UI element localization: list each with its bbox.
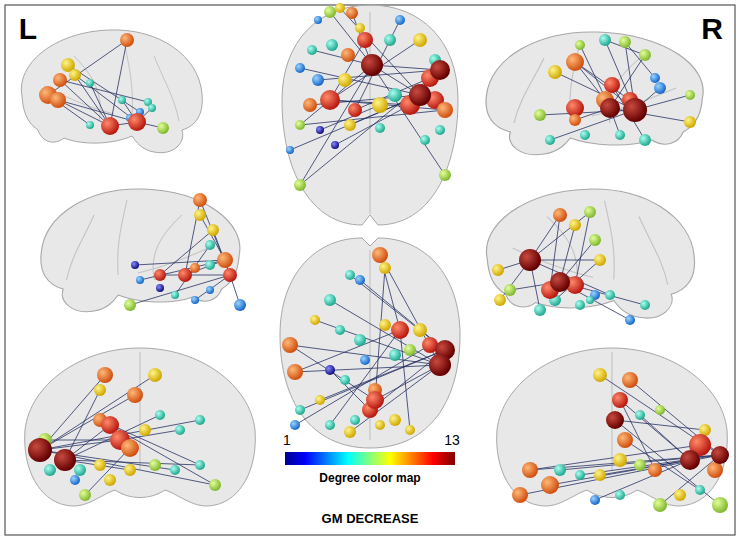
node-spheres bbox=[28, 3, 729, 513]
edge-lines bbox=[540, 40, 690, 140]
brain-left-lateral bbox=[21, 30, 202, 153]
edge-lines bbox=[48, 40, 163, 128]
brain-dorsal bbox=[282, 5, 458, 225]
edge-lines bbox=[290, 255, 445, 432]
brain-outlines bbox=[21, 5, 727, 506]
spheres-coronal-left bbox=[28, 367, 221, 501]
spheres-dorsal bbox=[286, 3, 453, 191]
spheres-right-medial bbox=[492, 206, 650, 325]
degree-colorbar bbox=[285, 452, 455, 465]
figure-caption: GM DECREASE bbox=[322, 512, 419, 526]
edge-lines bbox=[130, 200, 240, 305]
hemisphere-letter: L bbox=[19, 12, 37, 45]
spheres-coronal-right bbox=[512, 368, 729, 513]
colorbar-tick: 13 bbox=[444, 433, 460, 448]
spheres-left-lateral bbox=[39, 33, 169, 135]
brain-right-medial bbox=[486, 189, 694, 318]
edge-lines bbox=[498, 212, 645, 320]
edge-lines bbox=[290, 8, 445, 185]
spheres-ventral bbox=[282, 247, 455, 438]
colorbar-tick: 1 bbox=[283, 433, 291, 448]
brain-coronal-right bbox=[497, 348, 728, 506]
hemisphere-letter: R bbox=[701, 12, 723, 45]
spheres-right-lateral bbox=[534, 34, 696, 146]
brain-ventral bbox=[280, 238, 460, 448]
brain-left-medial bbox=[41, 189, 240, 312]
edge-lines bbox=[520, 375, 720, 505]
edge-lines bbox=[40, 375, 215, 495]
brain-coronal-left bbox=[25, 348, 256, 506]
figure-frame bbox=[5, 5, 735, 535]
colorbar-title: Degree color map bbox=[319, 472, 420, 485]
brain-right-lateral bbox=[486, 32, 703, 155]
network-edges bbox=[40, 8, 720, 505]
spheres-left-medial bbox=[124, 193, 246, 311]
